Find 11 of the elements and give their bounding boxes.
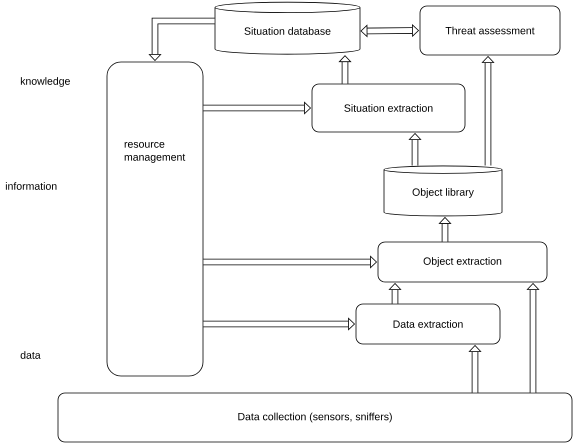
database-cylinder: Situation database (214, 2, 360, 55)
process-box: Data collection (sensors, sniffers) (58, 392, 572, 442)
level-label: knowledge (20, 77, 70, 87)
process-box: Situation extraction (312, 84, 466, 132)
process-box: Threat assessment (420, 6, 560, 56)
process-box: Data extraction (356, 304, 500, 344)
database-cylinder: Object library (384, 166, 502, 216)
level-label: information (6, 182, 56, 190)
process-box: Object extraction (378, 242, 548, 282)
level-label: data (20, 351, 41, 359)
process-box: resource management (106, 62, 204, 376)
